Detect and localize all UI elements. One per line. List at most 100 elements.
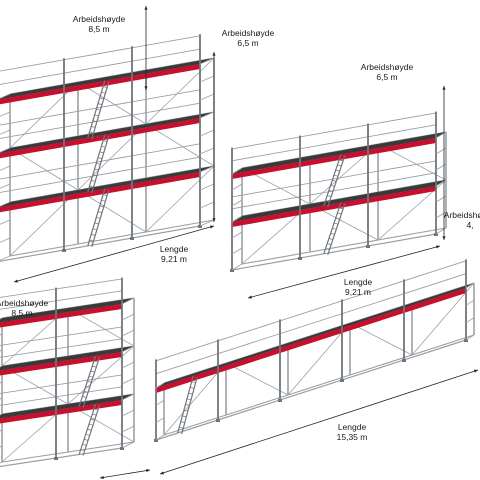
end-rung <box>465 317 475 324</box>
brace <box>163 362 227 436</box>
length-value-text: 9,21 m <box>161 254 187 264</box>
arrowhead <box>442 86 446 90</box>
end-rung <box>465 299 475 306</box>
height-value-text: 8,5 m <box>11 308 33 318</box>
ladder-rung <box>99 97 104 100</box>
ladder-rung <box>91 180 96 182</box>
arrowhead <box>144 86 148 90</box>
arrowhead <box>144 6 148 10</box>
end-rung <box>0 255 11 261</box>
ladder-rung <box>103 194 108 196</box>
ladder-rung <box>332 179 337 182</box>
guard-rail <box>0 143 201 180</box>
ladder-rung <box>87 380 92 383</box>
ladder-rung <box>90 418 95 421</box>
deck-top <box>0 112 214 154</box>
ladder-rung <box>179 426 184 429</box>
scaffold-5-length-label: Lengde 15,35 m <box>337 422 368 442</box>
brace <box>145 57 215 125</box>
ladder-rung <box>337 212 342 215</box>
ladder-rung <box>93 408 99 411</box>
ladder-rung <box>190 387 195 389</box>
base-plate <box>278 399 282 402</box>
end-rung <box>231 199 243 207</box>
guard-rail <box>155 273 467 375</box>
end-rung <box>199 147 215 155</box>
deck-edge <box>0 352 122 376</box>
ladder-rung <box>94 114 99 117</box>
ladder-rung <box>88 423 94 426</box>
scaffold-3-height-label: Arbeidshøyde 4, <box>444 210 480 230</box>
base-plate <box>216 419 220 422</box>
brace <box>225 362 289 396</box>
end-rung <box>199 129 215 137</box>
guard-rail <box>231 112 437 150</box>
dimension-line <box>99 469 151 479</box>
end-rung <box>155 399 165 406</box>
ladder-rung <box>90 370 95 373</box>
end-rung <box>0 93 11 99</box>
brace <box>145 123 215 167</box>
ladder-rung <box>103 86 108 88</box>
end-rung <box>231 183 243 191</box>
length-dimension-s4 <box>99 469 151 479</box>
brace <box>9 147 79 191</box>
guard-rail <box>0 89 201 126</box>
length-label-text: Lengde <box>159 244 189 254</box>
length-value-text: 15,35 m <box>336 432 368 442</box>
end-rung <box>231 215 243 223</box>
height-dimension-s2b <box>442 86 446 240</box>
ledger <box>163 334 475 436</box>
base-plate <box>402 359 406 362</box>
end-rung <box>231 263 243 271</box>
end-rung <box>121 409 135 417</box>
end-rung <box>199 183 215 191</box>
base-plate <box>120 447 124 450</box>
deck-edge <box>0 304 122 328</box>
arrowhead <box>248 295 252 299</box>
guard-rail <box>0 35 201 72</box>
ladder-rung <box>93 360 99 363</box>
scaffold-2-length-label: Lengde 9,21 m <box>344 277 372 297</box>
ladder-rung <box>91 126 96 128</box>
end-rung <box>121 345 135 353</box>
height-dimension-s2 <box>212 52 216 222</box>
ladder-rung <box>80 449 85 451</box>
ladder-rung <box>182 415 187 418</box>
ladder-rung <box>186 398 192 401</box>
end-rung <box>121 393 135 401</box>
deck-top <box>232 180 446 222</box>
deck-top <box>0 394 134 419</box>
guard-rail <box>0 374 123 394</box>
arrowhead <box>100 475 104 479</box>
height-value-text: 6,5 m <box>376 72 398 82</box>
ladder-rung <box>332 227 337 230</box>
base-plate <box>54 457 58 460</box>
height-value-text: 6,5 m <box>237 38 259 48</box>
deck-edge <box>0 400 122 424</box>
guard-rail <box>0 326 123 346</box>
ladder-rung <box>91 234 96 236</box>
base-plate <box>198 225 202 228</box>
dimension-lines <box>13 6 479 479</box>
guard-rail <box>231 160 437 198</box>
end-rung <box>155 382 165 389</box>
length-value-text: 9,21 m <box>345 287 371 297</box>
length-label-text: Lengde <box>343 277 373 287</box>
ladder-rung <box>92 228 97 231</box>
ladder-rung <box>101 91 106 94</box>
scaffold-s1 <box>0 34 215 262</box>
ledger <box>0 447 123 468</box>
ladder-rung <box>92 365 97 368</box>
height-label-text: Arbeidshøyde <box>0 298 49 308</box>
end-rung <box>0 147 11 153</box>
scaffold-1-height-label: Arbeidshøyde 8,5 m <box>73 14 125 34</box>
scaffold-frames <box>0 34 475 468</box>
height-dimension-s1 <box>144 6 148 90</box>
ladder-rung <box>101 199 106 202</box>
brace <box>145 165 215 233</box>
deck-edge <box>156 288 466 393</box>
ladder-rung <box>82 444 87 446</box>
ladder-rung <box>85 433 90 436</box>
end-rung <box>121 441 135 449</box>
